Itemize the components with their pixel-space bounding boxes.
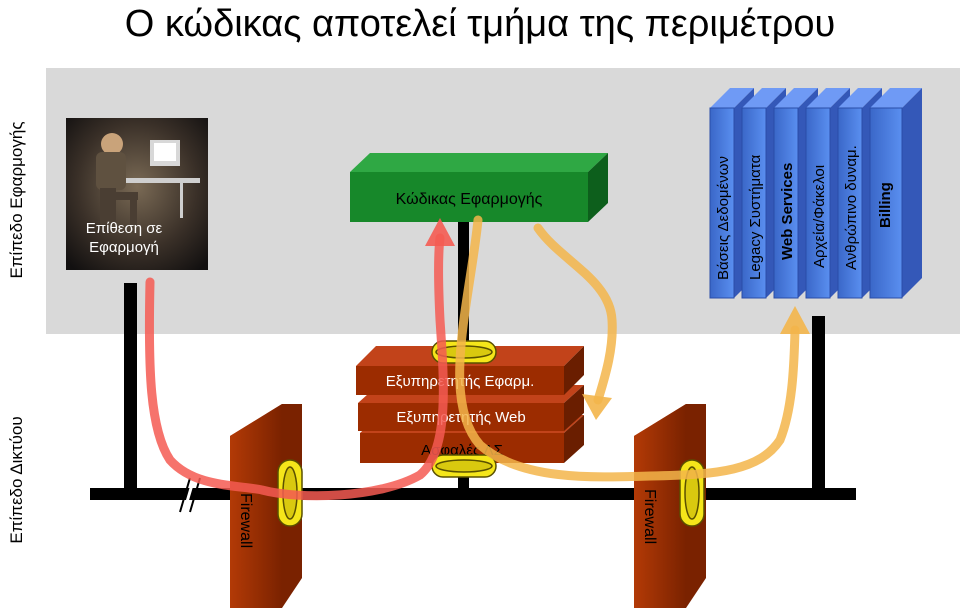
network-layer-label: Επίπεδο Δικτύου: [7, 416, 26, 543]
firewall-left-label: Firewall: [237, 493, 254, 548]
data-arrowhead-app-server: [582, 394, 612, 420]
layer-separator: [46, 334, 960, 352]
backend-systems: Βάσεις Δεδομένων Legacy Συστήματα Web Se…: [709, 88, 922, 299]
line-break-mark: [182, 477, 196, 513]
backend-label-human: Ανθρώπινο δυναμ.: [843, 145, 860, 270]
attacker-label-line1: Επίθεση σε: [86, 220, 163, 237]
backend-label-billing: Billing: [877, 182, 894, 228]
backend-label-web-services: Web Services: [779, 163, 796, 260]
person-icon: [101, 133, 123, 155]
backend-bar: [869, 88, 922, 299]
firewall-right-label: Firewall: [641, 489, 658, 544]
backend-label-databases: Βάσεις Δεδομένων: [715, 156, 732, 280]
data-path-to-backend: [455, 215, 800, 482]
attack-arrowhead: [425, 218, 455, 246]
attacker-photo: Επίθεση σε Εφαρμογή: [66, 118, 208, 270]
application-code-box: Κώδικας Εφαρμογής: [350, 153, 608, 222]
backend-label-legacy: Legacy Συστήματα: [747, 154, 764, 280]
application-layer-label: Επίπεδο Εφαρμογής: [7, 121, 26, 278]
data-arrowhead-backend: [780, 306, 810, 334]
application-code-label: Κώδικας Εφαρμογής: [396, 191, 543, 208]
page-title: Ο κώδικας αποτελεί τμήμα της περιμέτρου: [125, 3, 836, 45]
data-flow-paths: [455, 215, 800, 482]
attack-path: [144, 218, 455, 501]
attacker-label-line2: Εφαρμογή: [89, 239, 159, 256]
data-path-to-app-server: [533, 223, 617, 405]
backend-label-files: Αρχεία/Φάκελοι: [811, 165, 828, 268]
